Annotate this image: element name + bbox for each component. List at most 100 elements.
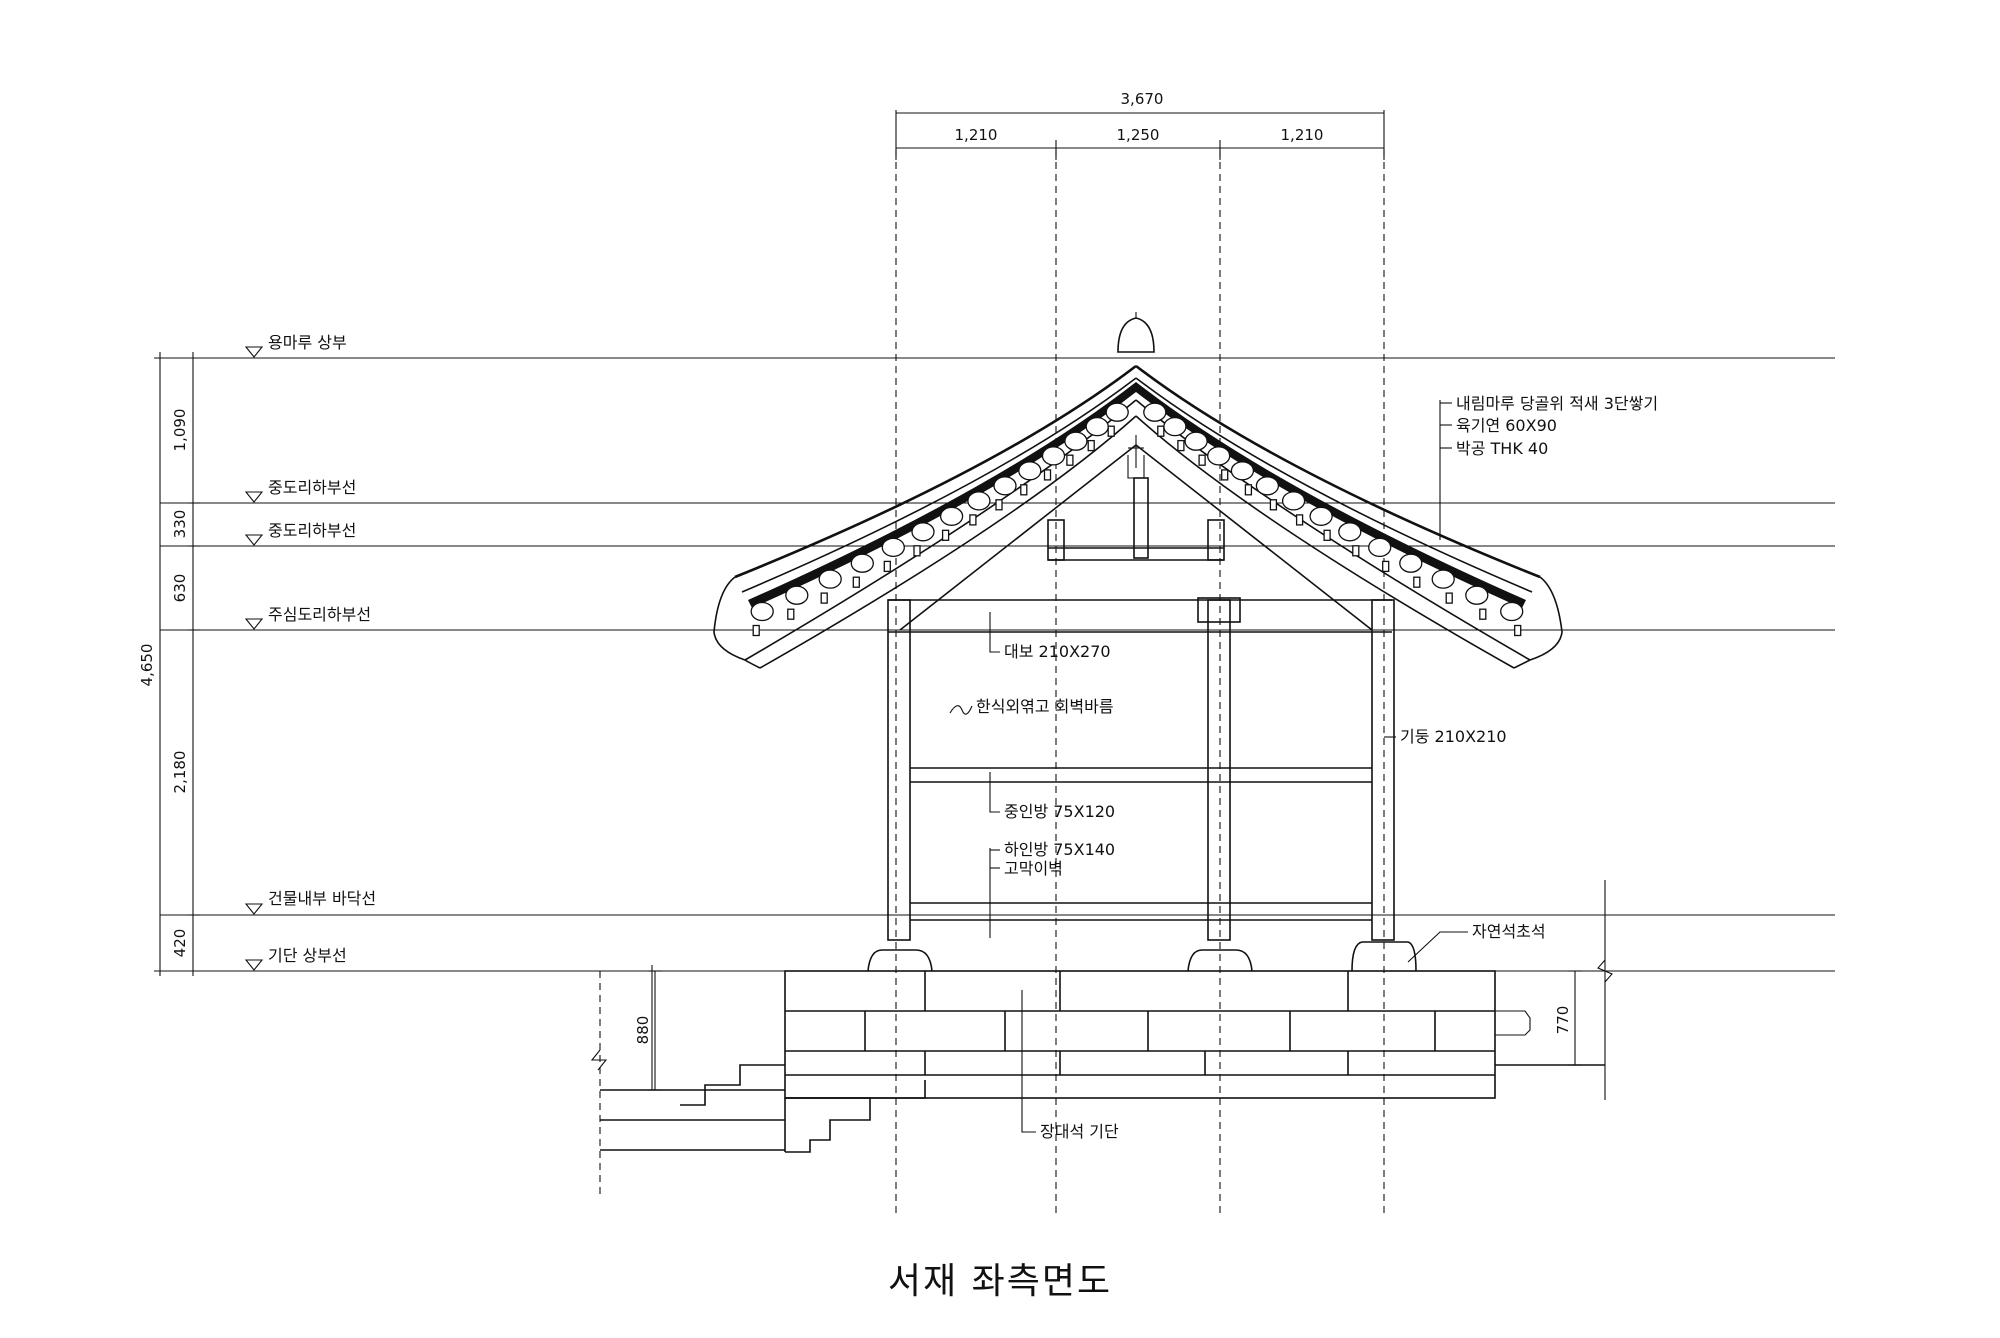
rafter-end: [787, 608, 795, 620]
roof-tile: [1309, 506, 1333, 526]
note-ridge: 내림마루 당골위 적새 3단쌓기: [1456, 394, 1658, 413]
rafter-end: [852, 576, 860, 588]
note-beam: 대보 210X270: [1004, 642, 1111, 661]
column-right: [1371, 599, 1395, 941]
rafter-end: [1514, 624, 1522, 637]
label-platform-top: 기단 상부선: [268, 946, 347, 965]
level-marker-main-purlin: [244, 618, 264, 630]
rafter-end: [1198, 454, 1206, 466]
base-stone-left: [867, 949, 933, 972]
rafter-end: [941, 529, 950, 541]
dim-bay-center: 1,250: [1117, 126, 1160, 144]
rafter-end: [1269, 499, 1278, 511]
roof-tile: [967, 491, 991, 511]
foundation-dimensions: 880 770: [634, 970, 1582, 1091]
drawing-title: 서재 좌측면도: [888, 1261, 1112, 1302]
annotations: 내림마루 당골위 적새 3단쌓기 육기연 60X90 박공 THK 40 대보 …: [976, 394, 1658, 1141]
note-gable-board: 박공 THK 40: [1456, 439, 1548, 458]
roof-tile: [1431, 569, 1455, 589]
roof-tile: [911, 522, 935, 542]
dim-foundation-left: 880: [634, 1016, 652, 1045]
roof-tile: [1255, 476, 1280, 496]
dim-total-width: 3,670: [1121, 90, 1164, 108]
level-marker-ridge: [244, 346, 264, 358]
middle-post-right: [1207, 519, 1225, 561]
label-main-purlin: 주심도리하부선: [268, 605, 371, 624]
roof-tile: [939, 506, 964, 526]
note-column: 기둥 210X210: [1400, 727, 1507, 746]
rafter-end: [1043, 469, 1052, 481]
roof-tile: [1465, 585, 1489, 605]
level-lines: [160, 357, 1835, 972]
level-marker-floor: [244, 903, 264, 915]
roof-tile: [850, 553, 874, 573]
note-base-stone: 자연석초석: [1472, 922, 1546, 941]
roof-tile: [1064, 431, 1088, 451]
note-middle-tie: 중인방 75X120: [1004, 802, 1115, 821]
ridge-ornament: [1117, 317, 1155, 353]
roof-tile: [1500, 601, 1524, 622]
dim-height-3: 630: [171, 574, 189, 603]
roof-tile: [1105, 402, 1129, 422]
level-marker-platform: [244, 959, 264, 971]
dim-height-1: 1,090: [171, 409, 189, 452]
rafter-end: [995, 499, 1003, 511]
roof-tile: [881, 537, 905, 558]
roof-tile: [818, 569, 842, 589]
building-frame: [867, 477, 1417, 972]
rafter-end: [1413, 576, 1421, 588]
rafter-end: [1157, 425, 1165, 437]
dim-bay-right: 1,210: [1281, 126, 1324, 144]
rafter-end: [969, 514, 977, 526]
level-marker-middle-2: [244, 534, 264, 546]
roof-tile: [1041, 446, 1066, 466]
label-middle-purlin-2: 중도리하부선: [268, 521, 356, 540]
ridge-post: [1133, 477, 1149, 559]
roof-tile: [993, 476, 1017, 496]
level-markers: 용마루 상부 중도리하부선 중도리하부선 주심도리하부선 건물내부 바닥선 기단…: [244, 333, 376, 971]
column-center-lines: [895, 150, 1385, 1215]
roof-tile: [750, 601, 774, 622]
rafter-end: [1087, 439, 1095, 452]
roof-tile: [1230, 461, 1255, 481]
base-stone-center: [1187, 949, 1253, 972]
rafter-end: [1107, 425, 1115, 437]
roof-tile: [1281, 491, 1306, 511]
rafter-end: [1382, 560, 1390, 573]
label-floor-line: 건물내부 바닥선: [268, 889, 376, 908]
note-lower-tie: 하인방 75X140: [1004, 840, 1115, 859]
rafter-end: [1479, 608, 1487, 620]
roof-tile: [1163, 416, 1187, 437]
note-lower-wall: 고막이벽: [1004, 859, 1063, 878]
rafter-end: [1323, 529, 1331, 541]
rafter-end: [752, 624, 760, 637]
roof-tile: [1184, 431, 1208, 451]
column-left: [887, 599, 911, 941]
note-eave-rafter: 육기연 60X90: [1456, 416, 1557, 435]
stone-platform: [590, 880, 1613, 1195]
roof-tile: [1143, 402, 1167, 422]
label-middle-purlin-1: 중도리하부선: [268, 478, 356, 497]
dim-height-2: 330: [171, 510, 189, 539]
column-center: [1207, 599, 1231, 941]
rafter-end: [1020, 484, 1028, 496]
column-head-block: [1197, 597, 1241, 623]
label-ridge-top: 용마루 상부: [268, 333, 347, 352]
annotation-leaders: [949, 400, 1468, 1133]
rafter-end: [1295, 514, 1304, 526]
rafter-end: [1445, 592, 1453, 604]
level-marker-middle-1: [244, 491, 264, 503]
top-dimension-chain: 3,670 1,210 1,250 1,210: [895, 90, 1385, 160]
roof-tile: [1338, 522, 1362, 542]
dim-total-height: 4,650: [138, 644, 156, 687]
roof-tile: [1085, 416, 1109, 437]
rafter-end: [1066, 454, 1074, 466]
rafter-end: [1244, 484, 1253, 496]
dim-foundation-right: 770: [1554, 1006, 1572, 1035]
note-platform: 장대석 기단: [1040, 1122, 1119, 1141]
roof-tiles: [750, 402, 1524, 637]
note-wall: 한식외엮고 회벽바름: [976, 697, 1114, 716]
rafter-end: [883, 560, 891, 573]
dim-height-5: 420: [171, 929, 189, 958]
